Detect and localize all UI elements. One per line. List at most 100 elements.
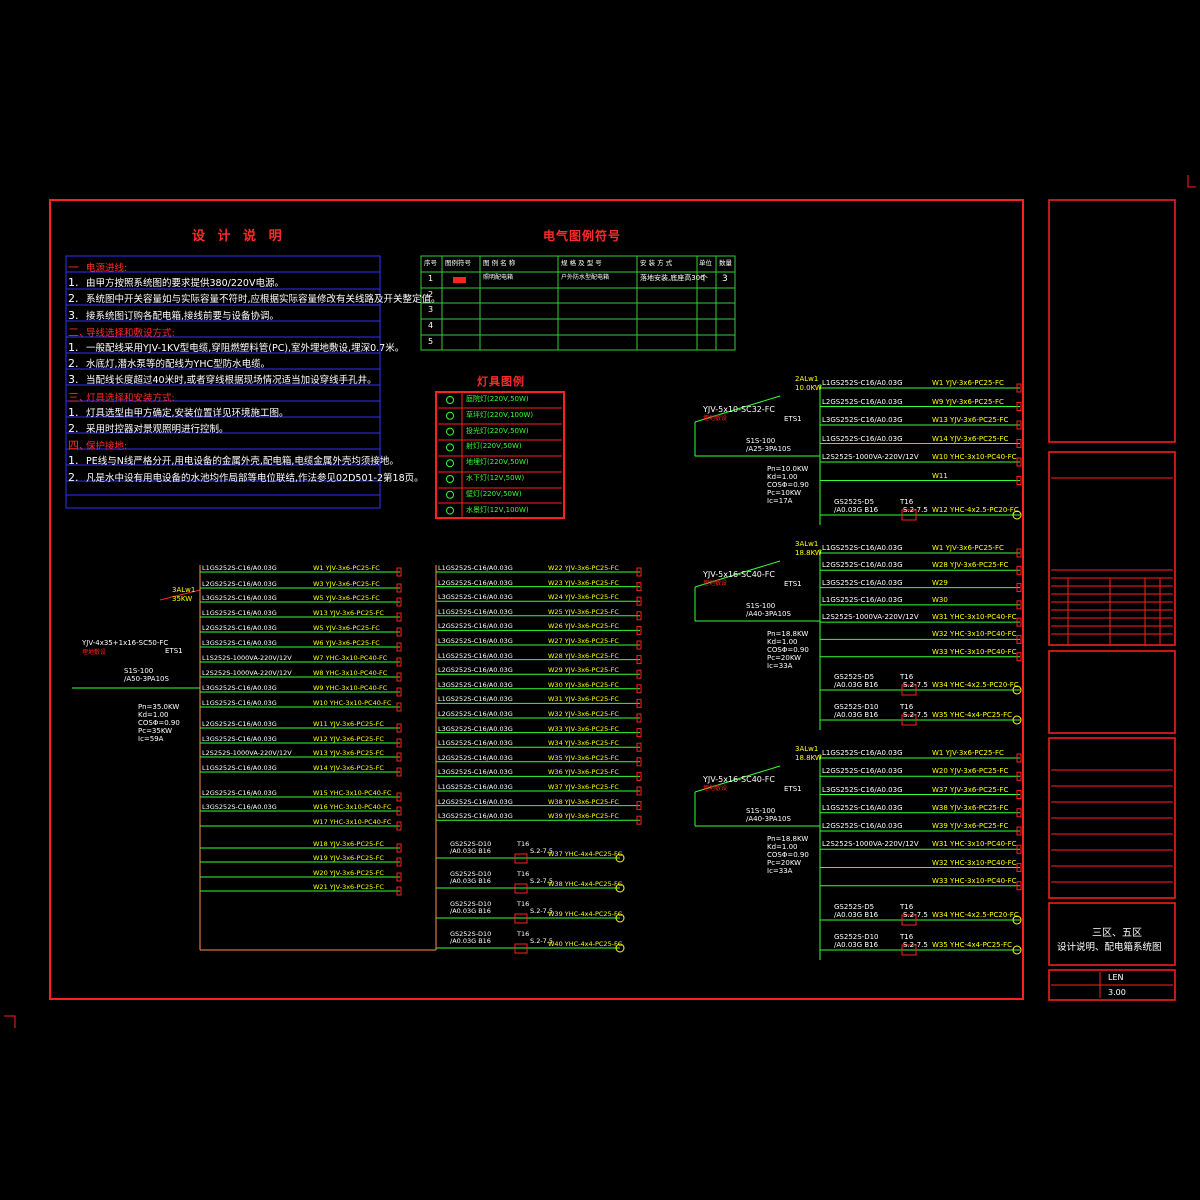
lamp-symbol-icon	[446, 475, 454, 483]
transformer-label: T16	[517, 840, 530, 848]
load-marker	[636, 669, 642, 679]
load-marker	[636, 684, 642, 694]
panel-param: Pn=10.0KW	[767, 465, 809, 473]
design-note-line: 2.采用时控器对景观照明进行控制。	[68, 421, 229, 435]
ets-label: ETS1	[165, 647, 183, 655]
panel-param: Ic=59A	[138, 735, 164, 743]
lamp-legend-grid	[435, 391, 565, 519]
note-number: 3.	[68, 373, 79, 387]
breaker-label: L1GS252S-C16/A0.03G	[438, 651, 513, 660]
panel-capacity: 18.8KW	[795, 549, 822, 557]
load-marker	[1016, 790, 1022, 799]
breaker-label: L2S252S-1000VA-220V/12V	[822, 453, 919, 461]
transformer-box	[901, 944, 917, 956]
panel-capacity: 10.0KW	[795, 384, 822, 392]
title-block	[1048, 199, 1176, 1001]
breaker-spec: /A0.03G B16	[834, 681, 879, 689]
transformer-spec: S.2-7.5	[903, 506, 928, 514]
panel-param: Pn=18.8KW	[767, 630, 809, 638]
circuit-label: W29 YJV-3x6-PC25-FC	[548, 666, 619, 675]
load-marker	[1016, 826, 1022, 836]
load-marker	[396, 612, 402, 622]
circuit-label: W27 YJV-3x6-PC25-FC	[548, 637, 619, 645]
transformer-box	[901, 684, 917, 696]
load-marker	[396, 752, 402, 762]
load-marker	[1016, 402, 1022, 411]
panel-label: 2ALw1	[795, 375, 819, 383]
legend-cell-qty: 3	[722, 274, 728, 284]
circuit-label: W37 YJV-3x6-PC25-FC	[548, 783, 619, 791]
note-number: 2.	[68, 292, 79, 306]
breaker-label: L3GS252S-C16/A0.03G	[438, 768, 513, 777]
breaker-spec: /A0.03G B16	[450, 937, 491, 945]
circuit-label: W21 YJV-3x6-PC25-FC	[313, 883, 384, 891]
breaker-label: L2S252S-1000VA-220V/12V	[822, 613, 919, 622]
breaker-label: L1GS252S-C16/A0.03G	[822, 749, 903, 757]
circuit-label: W9 YJV-3x6-PC25-FC	[932, 397, 1004, 406]
circuit-label: W34 YHC-4x2.5-PC20-FC	[932, 681, 1019, 689]
circuit-label: W23 YJV-3x6-PC25-FC	[548, 578, 619, 587]
breaker-label: L3GS252S-C16/A0.03G	[438, 680, 513, 689]
circuit-label: W28 YJV-3x6-PC25-FC	[932, 561, 1009, 570]
incoming-cable-note: 埋地敷设	[82, 649, 107, 656]
circuit-label: W3 YJV-3x6-PC25-FC	[313, 580, 380, 588]
breaker-label: L2GS252S-C16/A0.03G	[202, 720, 277, 728]
circuit-label: W7 YHC-3x10-PC40-FC	[313, 654, 388, 662]
breaker-label: L3GS252S-C16/A0.03G	[438, 637, 513, 645]
breaker-label: L1S252S-1000VA-220V/12V	[202, 654, 292, 662]
sheet-code: LEN	[1108, 973, 1124, 982]
note-number: 3.	[68, 308, 79, 322]
panel-param: Ic=33A	[767, 662, 793, 670]
load-marker	[636, 567, 642, 577]
note-text: 由甲方按照系统图的要求提供380/220V电源。	[86, 278, 284, 290]
breaker-label: L2S252S-1000VA-220V/12V	[202, 669, 292, 677]
lamp-symbol-icon	[446, 396, 454, 404]
circuit-label: W13 YJV-3x6-PC25-FC	[313, 749, 384, 757]
circuit-label: W34 YHC-4x2.5-PC20-FC	[932, 911, 1019, 919]
circuit-label: W12 YHC-4x2.5-PC20-FC	[932, 506, 1019, 514]
load-marker	[1016, 881, 1022, 891]
circuit-label: W35 YJV-3x6-PC25-FC	[548, 753, 619, 762]
load-marker	[396, 821, 402, 831]
breaker-label: GS252S-D10	[450, 840, 492, 848]
load-marker	[636, 625, 642, 635]
breaker-label: L1GS252S-C16/A0.03G	[822, 379, 903, 387]
load-marker	[396, 702, 402, 712]
load-marker	[396, 597, 402, 607]
breaker-label: L2GS252S-C16/A0.03G	[822, 561, 903, 570]
note-text: 灯具选型由甲方确定,安装位置详见环境施工图。	[86, 407, 289, 419]
transformer-spec: S.2-7.5	[903, 941, 928, 949]
circuit-label: W5 YJV-3x6-PC25-FC	[313, 624, 380, 632]
breaker-label: L3GS252S-C16/A0.03G	[202, 639, 277, 647]
circuit-label: W20 YJV-3x6-PC25-FC	[313, 869, 384, 877]
incoming-cable-label: YJV-5x16-SC40-FC	[703, 775, 775, 784]
breaker-label: L2GS252S-C16/A0.03G	[202, 580, 277, 588]
panel-param: Pn=18.8KW	[767, 835, 809, 843]
note-text: 灯具选择和安装方式:	[86, 392, 175, 404]
note-number: 一	[68, 261, 79, 274]
transformer-box	[514, 853, 528, 864]
breaker-spec: /A0.03G B16	[834, 506, 879, 514]
load-marker	[396, 642, 402, 652]
distribution-diagrams	[72, 383, 1022, 960]
load-marker	[636, 757, 642, 767]
lamp-load-icon	[615, 883, 625, 893]
legend-cell-mount: 落地安装,底座高300	[640, 274, 705, 282]
breaker-label: GS252S-D5	[834, 903, 875, 911]
load-marker	[1016, 583, 1022, 593]
circuit-label: W38 YJV-3x6-PC25-FC	[932, 803, 1009, 812]
circuit-label: W39 YHC-4x4-PC25-FC	[548, 910, 623, 918]
load-marker	[1016, 420, 1022, 430]
panel-param: Ic=33A	[767, 867, 793, 875]
legend-cell-name: 照明配电箱	[483, 274, 514, 281]
load-marker	[396, 767, 402, 777]
note-number: 1.	[68, 454, 79, 468]
legend-cell-no: 3	[428, 305, 434, 315]
note-text: 保护接地:	[86, 441, 128, 453]
lamp-symbol-icon	[446, 443, 454, 452]
incoming-cable-note: 埋地敷设	[703, 580, 728, 587]
note-text: 一般配线采用YJV-1KV型电缆,穿阻燃塑料管(PC),室外埋地敷设,埋深0.7…	[86, 343, 405, 354]
breaker-label: GS252S-D10	[450, 900, 492, 908]
breaker-label: L2GS252S-C16/A0.03G	[438, 753, 513, 762]
